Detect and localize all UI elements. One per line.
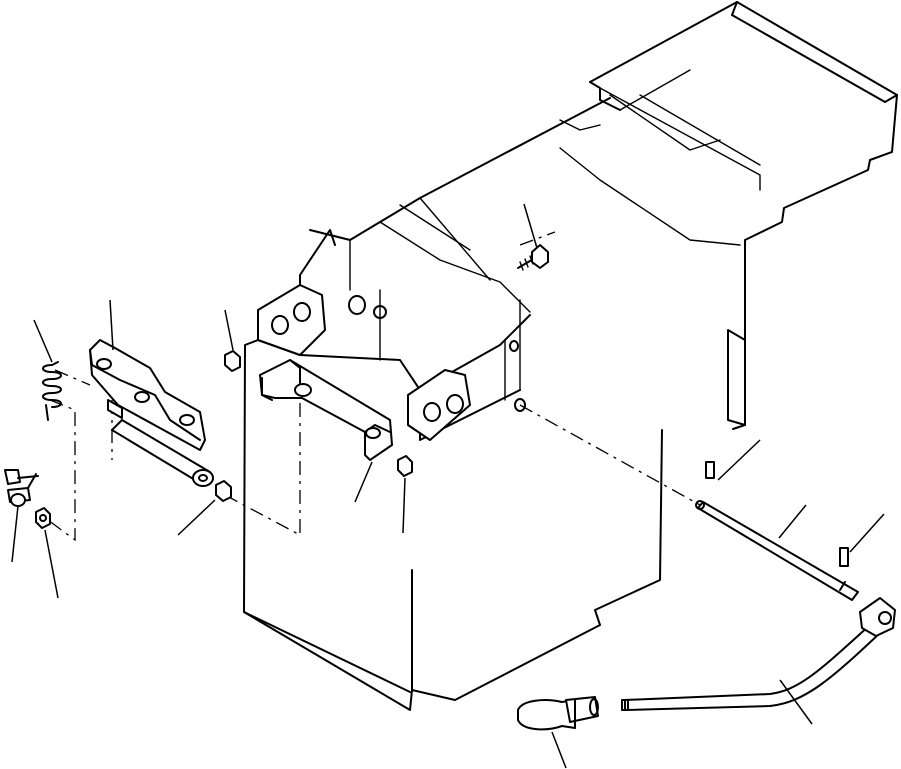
center-mount-bracket [259,359,393,461]
leader-hinge-plate [109,299,114,351]
bracket-nut [224,350,241,372]
leader-bracket-nut [224,309,234,351]
leader-roll-pin-lower [849,513,885,553]
leader-small-nut [44,529,59,599]
bracket-nut-right [397,455,413,477]
leader-spring [33,319,53,363]
lever-shaft [695,500,859,601]
small-nut [35,507,51,529]
hex-bolt [517,244,549,271]
main-console-frame [243,1,898,711]
leader-lever-knob [551,731,567,769]
leader-lever-shaft [778,504,807,539]
washer-left [215,480,232,502]
leader-washer [177,499,216,536]
leader-lever-rod [779,679,813,725]
leader-center-bracket [354,461,373,503]
left-hinge-plate [89,339,214,487]
roll-pin-upper [705,461,715,479]
leader-hex-bolt [523,203,538,249]
leader-spring-pin [11,505,19,563]
leader-bracket-nut-right [402,477,406,534]
leader-roll-pin-upper [717,439,761,481]
lever-rod [621,597,896,711]
spring-lever-pin [4,469,39,507]
roll-pin-lower [839,547,849,567]
leader-lines [11,203,885,769]
lever-knob [517,696,599,731]
tension-spring [42,361,62,421]
